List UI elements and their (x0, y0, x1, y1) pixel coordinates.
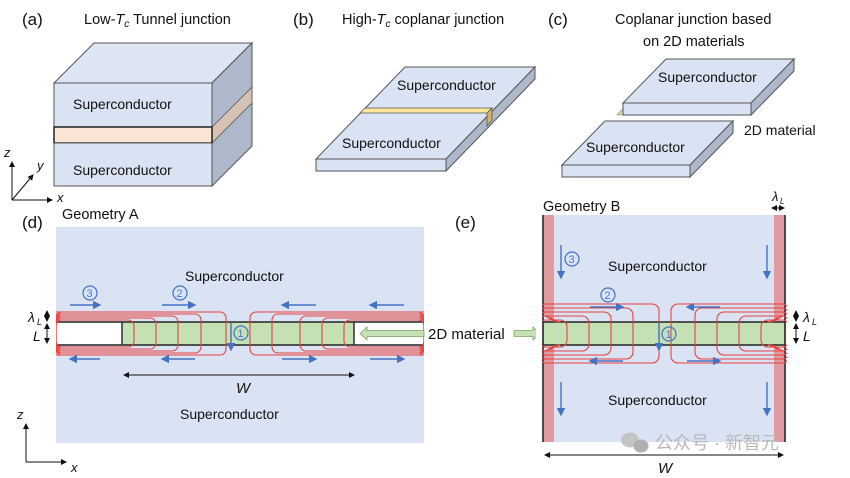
svg-text:λ: λ (802, 309, 810, 325)
geometry-b-W-dimension: W (544, 452, 784, 477)
panel-e-label: (e) (455, 213, 476, 232)
panel-a: (a) Low-Tc Tunnel junction Superconducto… (3, 10, 254, 205)
panel-e: (e) Geometry B Superconductor Supercondu… (455, 189, 817, 477)
svg-text:L: L (37, 317, 42, 327)
svg-text:L: L (812, 317, 817, 327)
top-superconductor-layer (53, 82, 213, 128)
svg-text:W: W (236, 380, 252, 397)
geometry-a-top-label: Superconductor (185, 268, 284, 284)
svg-text:2: 2 (605, 290, 611, 302)
svg-text:λ: λ (771, 189, 778, 204)
watermark-text: 公众号 · 新智元 (655, 433, 779, 453)
coplanar-barrier-side (486, 107, 493, 128)
svg-text:2: 2 (177, 288, 183, 300)
geometry-b-L-dimension: L (793, 323, 811, 344)
back-slab-side (750, 57, 795, 117)
geometry-b-top-label: Superconductor (608, 258, 707, 274)
svg-text:λ: λ (27, 309, 35, 325)
geometry-a-W-dimension: W (123, 372, 355, 397)
front-slab-front (561, 164, 691, 178)
panel-d-label: (d) (22, 213, 43, 232)
front-slab-label: Superconductor (586, 139, 685, 155)
marker-3: 3 (82, 285, 98, 301)
tunnel-barrier-layer (53, 126, 213, 144)
panel-b-label: (b) (293, 10, 314, 29)
axis-y-label: y (36, 158, 45, 173)
panel-c-title-line2: on 2D materials (643, 34, 745, 50)
edge-mask (536, 300, 542, 370)
marker-2: 2 (172, 285, 188, 301)
edge-mask (787, 300, 793, 370)
panel-a-title: Low-Tc Tunnel junction (84, 12, 231, 30)
marker-3: 3 (564, 251, 580, 267)
coplanar-barrier-strip (359, 107, 493, 114)
coplanar-bottom-label: Superconductor (342, 135, 441, 151)
svg-text:1: 1 (238, 328, 244, 340)
marker-2: 2 (600, 287, 616, 303)
panel-c: (c) Coplanar junction based on 2D materi… (548, 10, 816, 179)
svg-text:1: 1 (666, 329, 672, 341)
svg-text:3: 3 (87, 288, 93, 300)
axes-3d: z y x (3, 145, 64, 205)
watermark: 公众号 · 新智元 (621, 432, 779, 453)
svg-text:z: z (16, 407, 24, 422)
edge-mask (424, 300, 428, 370)
geometry-b-field-lines (536, 215, 793, 442)
svg-text:L: L (33, 328, 41, 344)
panel-b-title: High-Tc coplanar junction (342, 12, 504, 30)
axis-z-label: z (3, 145, 11, 160)
geometry-b-bottom-label: Superconductor (608, 392, 707, 408)
back-slab-label: Superconductor (658, 69, 757, 85)
geometry-a-current-arrows (68, 300, 406, 364)
geometry-a-label: Geometry A (62, 207, 139, 223)
geometry-b-current-arrows (556, 245, 772, 417)
marker-1: 1 (661, 326, 677, 342)
back-slab-front (622, 102, 752, 116)
coplanar-top-label: Superconductor (397, 77, 496, 93)
panel-c-title-line1: Coplanar junction based (615, 12, 771, 28)
svg-text:3: 3 (569, 254, 575, 266)
top-superconductor-label: Superconductor (73, 96, 172, 112)
bottom-superconductor-layer (53, 142, 213, 187)
axes-2d: z x (16, 407, 78, 475)
geometry-b-2d-material (543, 322, 785, 345)
panel-b: (b) High-Tc coplanar junction Supercondu… (293, 10, 537, 173)
arrow-to-geometry-a (359, 326, 425, 341)
svg-text:L: L (803, 328, 811, 344)
svg-text:L: L (780, 197, 784, 206)
geometry-a-lambda-dimension: λ L (27, 309, 50, 327)
wechat-icon (621, 432, 649, 453)
geometry-b-label: Geometry B (543, 199, 620, 215)
bottom-superconductor-label: Superconductor (73, 162, 172, 178)
geometry-a-2d-material (122, 322, 354, 345)
geometry-a-L-dimension: L (33, 323, 50, 344)
panel-c-material-label: 2D material (744, 122, 816, 138)
panel-a-label: (a) (22, 10, 43, 29)
geometry-b-lambda-dimension: λ L (793, 309, 817, 327)
svg-text:W: W (658, 460, 674, 477)
axis-x-label: x (56, 190, 64, 205)
geometry-b-lambda-top-dimension: λ L (771, 189, 785, 211)
panel-c-label: (c) (548, 10, 568, 29)
panel-d: (d) Geometry A Superconductor Supercondu… (0, 207, 428, 475)
geometry-a-bottom-label: Superconductor (180, 406, 279, 422)
coplanar-front-edge (315, 158, 447, 172)
marker-1: 1 (233, 325, 249, 341)
shared-material-label: 2D material (428, 326, 505, 343)
shared-2d-material-callout: 2D material (359, 326, 541, 343)
front-slab-side (689, 119, 734, 179)
svg-text:x: x (70, 460, 78, 475)
